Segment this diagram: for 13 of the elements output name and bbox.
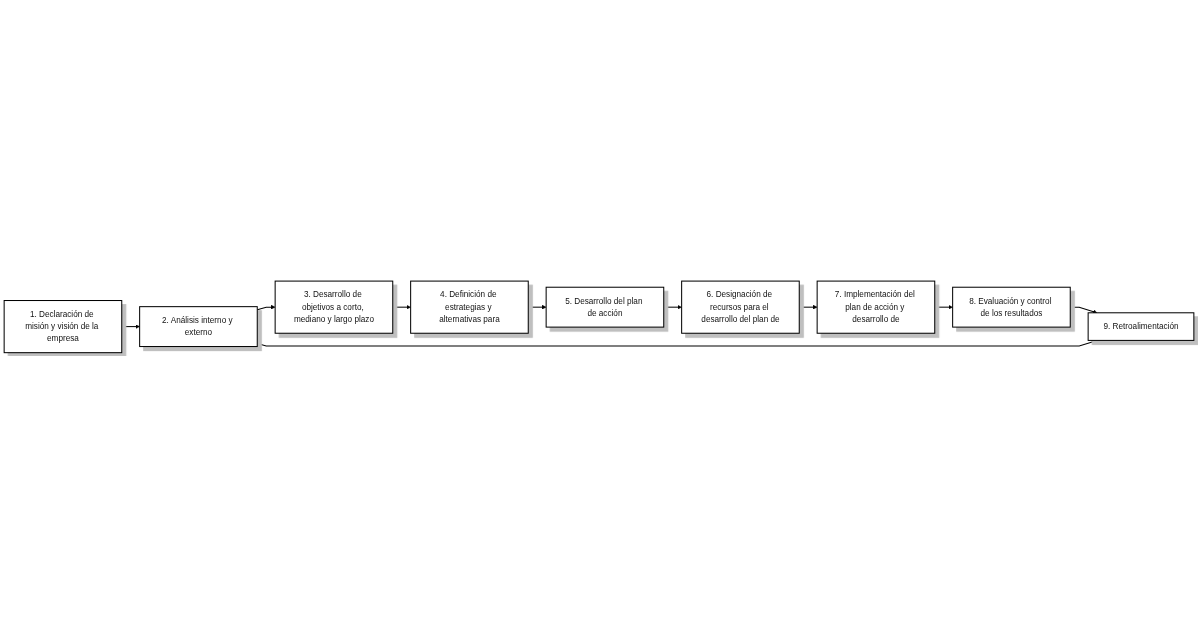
node-box: 5. Desarrollo del plan de acción [545, 286, 665, 328]
node-box: 6. Designación de recursos para el desarrollo del plan de [681, 280, 800, 334]
node-box: 1. Declaración de misión y visión de la empresa [3, 299, 123, 353]
arrow [663, 304, 682, 310]
node-box: 3. Desarrollo de objetivos a corto, mediano y largo plazo [274, 280, 394, 334]
node-box: 2. Análisis interno y externo [139, 305, 258, 347]
node-box: 4. Definición de estrategias y alternativas para [410, 280, 529, 334]
node-box: 9. Retroalimentación [1087, 311, 1195, 341]
arrow [934, 304, 953, 310]
arrow [392, 304, 411, 310]
node-box: 7. Implementación del plan de acción y desarrollo de [816, 280, 936, 334]
node-box: 8. Evaluación y control de los resultados [952, 286, 1071, 328]
arrow [121, 323, 140, 329]
